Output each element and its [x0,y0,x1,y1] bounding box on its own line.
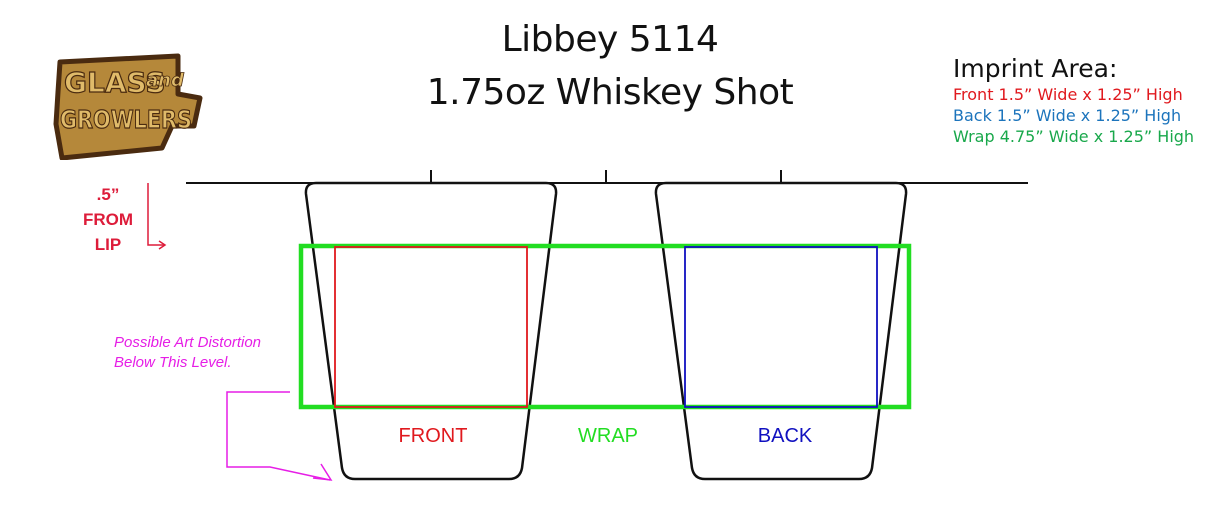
back-label: BACK [757,425,813,447]
front-glass-outline [304,181,558,481]
from-lip-line2: FROM [82,210,134,229]
distortion-note: Possible Art Distortion Below This Level… [114,333,261,373]
distortion-arrowhead [312,463,333,481]
wrap-label: WRAP [578,425,638,447]
imprint-heading: Imprint Area: [953,54,1118,83]
front-label: FRONT [398,425,468,447]
wrap-imprint-area [298,243,912,410]
from-lip-bracket [147,183,164,246]
from-lip-line3: LIP [94,235,122,254]
distortion-bracket [226,391,331,481]
distortion-line1: Possible Art Distortion [114,334,261,351]
imprint-back-spec: Back 1.5” Wide x 1.25” High [953,106,1182,125]
front-imprint-area [334,246,528,408]
logo-line1: GLASS [64,66,166,99]
logo-line2: GROWLERS [60,105,192,134]
imprint-front-spec: Front 1.5” Wide x 1.25” High [953,85,1183,104]
imprint-area-legend: Imprint Area: Front 1.5” Wide x 1.25” Hi… [953,54,1194,147]
distortion-line2: Below This Level. [114,354,232,371]
product-subtitle: 1.75oz Whiskey Shot [426,72,794,113]
from-lip-note: .5” FROM LIP [72,182,144,257]
product-title: Libbey 5114 [501,19,719,60]
from-lip-arrowhead [158,240,167,250]
back-imprint-area [684,246,878,408]
from-lip-line1: .5” [96,185,120,204]
logo-badge-shape [53,53,203,161]
glass-and-growlers-logo: GLASS and GROWLERS [50,52,210,161]
back-glass-outline [654,181,908,481]
imprint-wrap-spec: Wrap 4.75” Wide x 1.25” High [953,127,1195,146]
logo-line1-small: and [146,70,185,91]
